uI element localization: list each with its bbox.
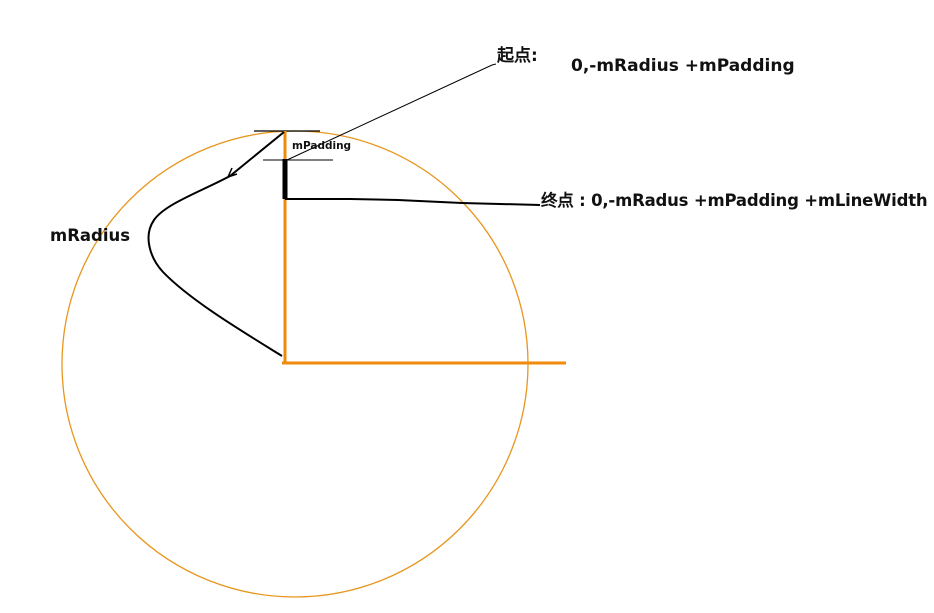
start-point-leader xyxy=(286,63,497,161)
start-point-label: 起点: xyxy=(497,46,538,66)
arrowhead-icon xyxy=(226,167,238,179)
radius-label: mRadius xyxy=(50,226,131,245)
start-point-value: 0,-mRadius +mPadding xyxy=(571,56,795,76)
radius-bracket-curve xyxy=(147,131,285,357)
end-point-label: 终点 : 0,-mRadus +mPadding +mLineWidth xyxy=(541,191,928,210)
padding-label: mPadding xyxy=(292,140,352,152)
end-point-leader xyxy=(285,198,541,206)
